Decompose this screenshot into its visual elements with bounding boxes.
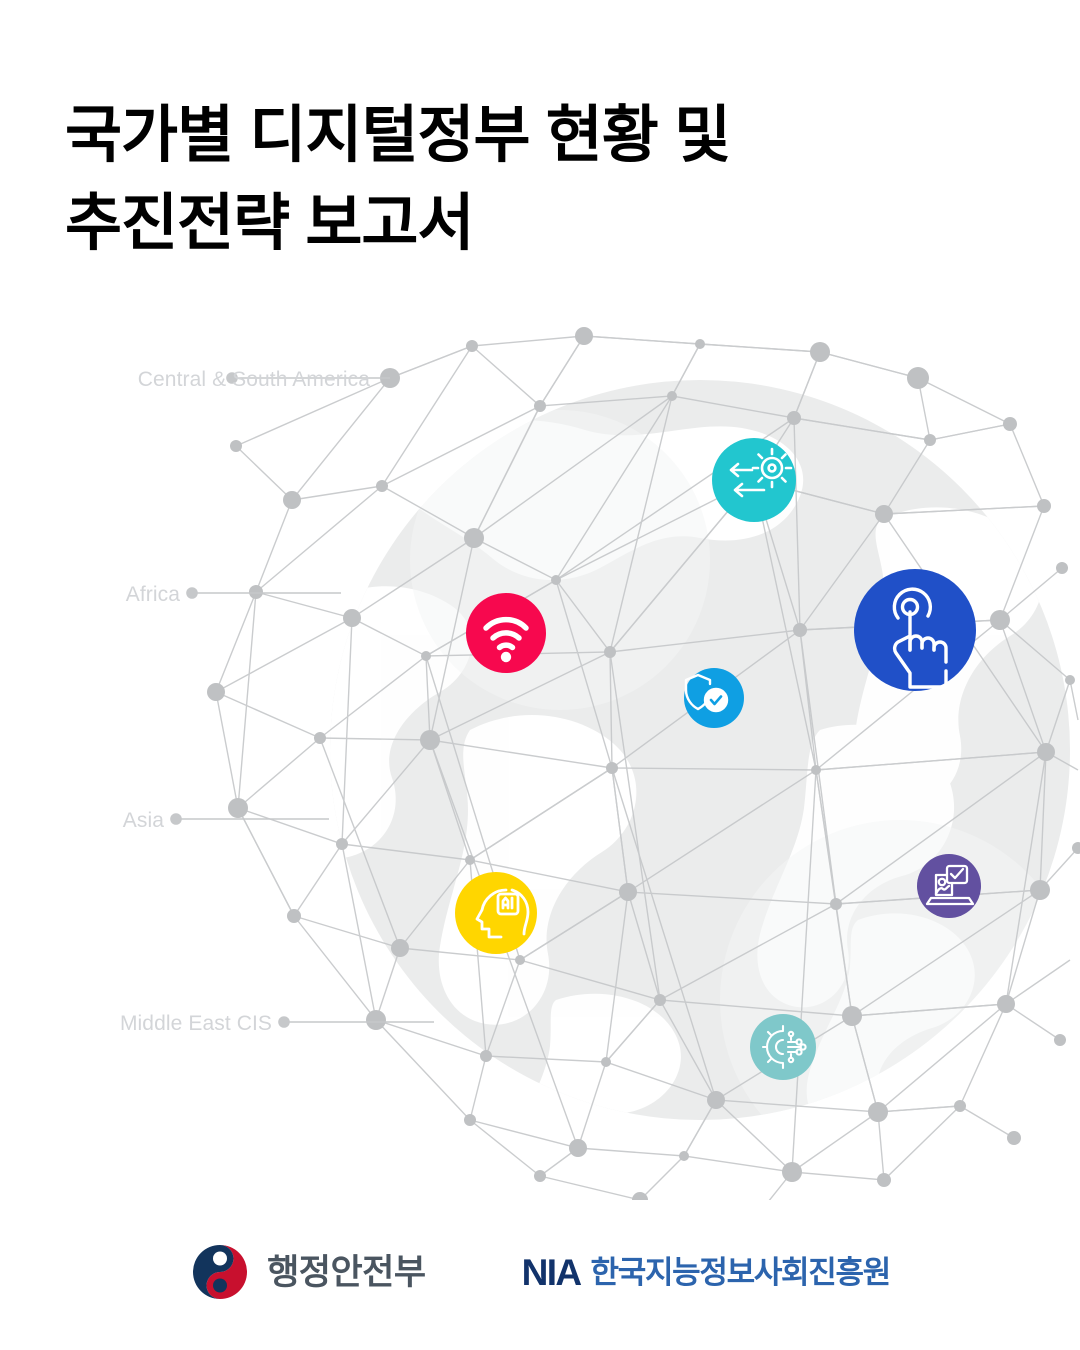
icon-node-process-automation[interactable] [712, 438, 796, 522]
touch-hand-icon-circle[interactable] [854, 569, 976, 691]
region-leader-lines [170, 372, 434, 1028]
icon-node-smart-tech[interactable] [750, 1014, 816, 1080]
icon-node-wifi[interactable] [466, 593, 546, 673]
globe-svg [170, 327, 1080, 1200]
icon-node-digital-service[interactable] [917, 854, 981, 918]
network-mesh-nodes [207, 327, 1080, 1200]
region-label-middle-east-cis: Middle East CIS [119, 1012, 272, 1035]
touch-hand-icon [892, 587, 948, 689]
ai-head-icon [475, 888, 530, 939]
network-globe-illustration: Central & South America Africa Asia Midd… [0, 300, 1080, 1200]
logo-mois: 행정안전부 [190, 1242, 426, 1302]
logo-nia-label: 한국지능정보사회진흥원 [590, 1254, 892, 1290]
logo-nia-mark: NIA [521, 1251, 583, 1293]
footer-logos: 행정안전부 NIA 한국지능정보사회진흥원 [0, 1242, 1080, 1302]
region-label-central-south-america: Central & South America [137, 368, 370, 391]
shield-check-icon [684, 673, 729, 713]
icon-node-touch[interactable] [854, 569, 976, 691]
smart-gear-icon [761, 1024, 807, 1070]
laptop-verified-icon [925, 864, 975, 906]
logo-nia: NIA 한국지능정보사회진흥원 [521, 1251, 892, 1293]
page-title-line-1: 국가별 디지털정부 현황 및 [65, 101, 731, 170]
icon-node-ai[interactable] [455, 872, 537, 954]
page-title-line-2: 추진전략 보고서 [65, 189, 475, 259]
region-label-asia: Asia [122, 809, 164, 832]
region-label-africa: Africa [125, 583, 180, 606]
smart-gear-icon-circle[interactable] [750, 1014, 816, 1080]
process-automation-icon [729, 447, 793, 498]
page-title: 국가별 디지털정부 현황 및 추진전략 보고서 [65, 92, 925, 268]
wifi-icon [483, 616, 529, 663]
ai-head-icon-circle[interactable] [455, 872, 537, 954]
icon-node-security[interactable] [684, 668, 744, 728]
logo-mois-label: 행정안전부 [267, 1252, 426, 1292]
taegeuk-symbol-icon [193, 1245, 248, 1299]
